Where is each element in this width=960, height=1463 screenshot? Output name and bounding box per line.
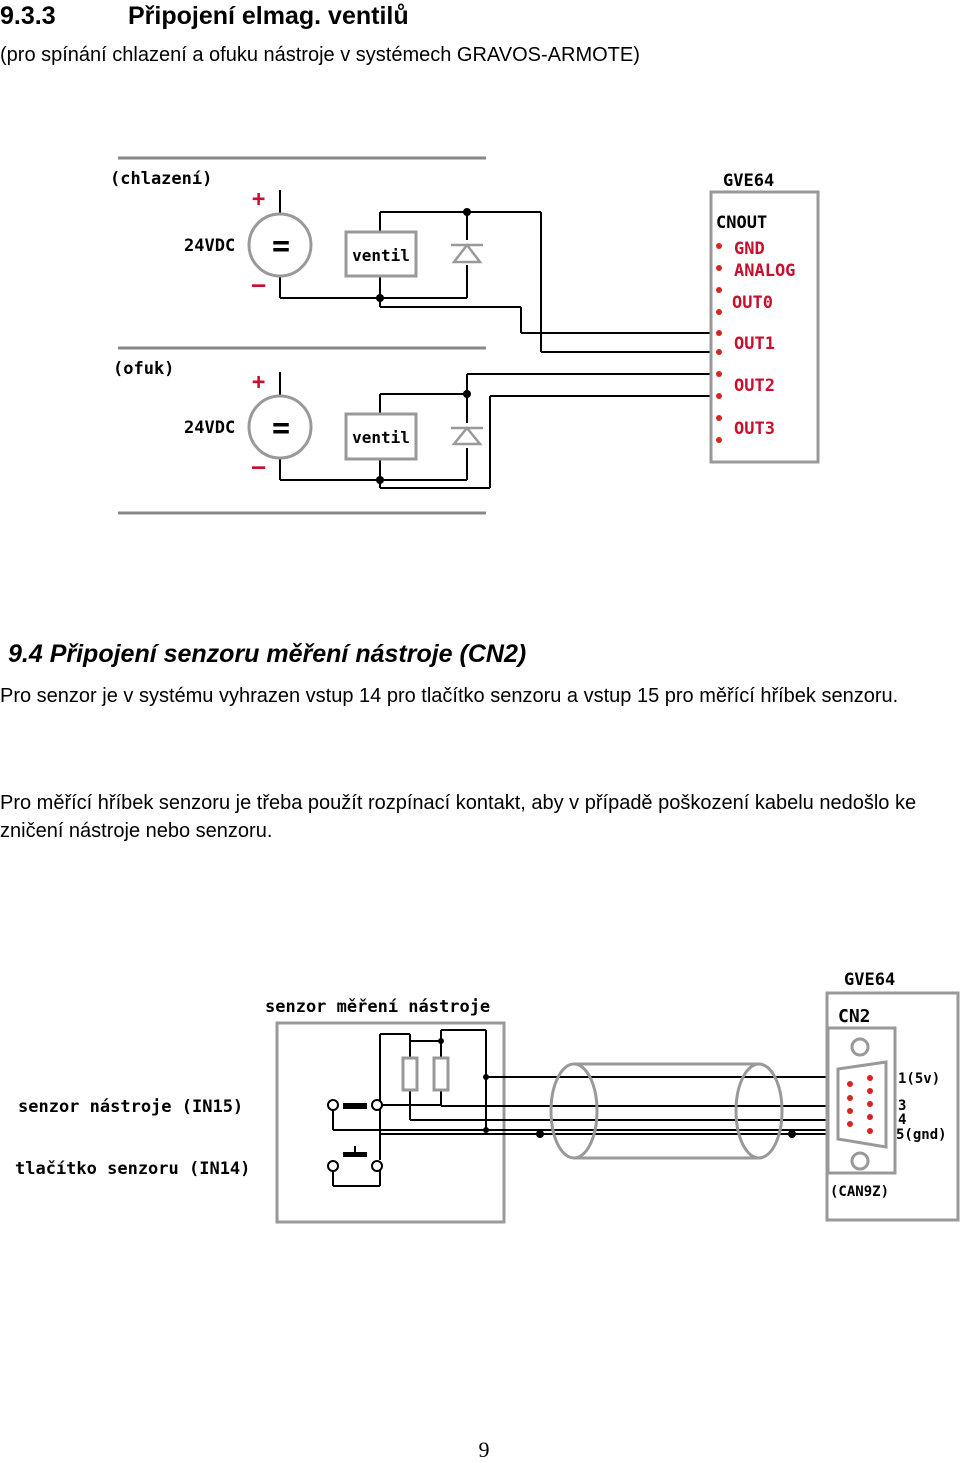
pin-out1: OUT1 bbox=[734, 334, 775, 354]
valve-label-2: ventil bbox=[352, 428, 410, 447]
section-number: 9.3.3 bbox=[0, 2, 56, 30]
section-94-title: 9.4 Připojení senzoru měření nástroje (C… bbox=[8, 640, 527, 668]
label-chlazeni: (chlazení) bbox=[110, 169, 212, 189]
connector-cnout: CNOUT bbox=[716, 213, 767, 233]
voltage-1: 24VDC bbox=[184, 236, 235, 256]
valve-label-1: ventil bbox=[352, 246, 410, 265]
pin-4: 4 bbox=[898, 1112, 906, 1128]
voltage-2: 24VDC bbox=[184, 418, 235, 438]
pin-out0: OUT0 bbox=[732, 293, 773, 313]
pin-out3: OUT3 bbox=[734, 419, 775, 439]
pin-1-5v: 1(5v) bbox=[898, 1071, 940, 1087]
minus-1: – bbox=[252, 273, 266, 298]
section-title: Připojení elmag. ventilů bbox=[128, 2, 409, 30]
plus-2: + bbox=[252, 370, 265, 395]
pin-analog: ANALOG bbox=[734, 261, 795, 281]
label-in15: senzor nástroje (IN15) bbox=[18, 1097, 243, 1117]
plus-1: + bbox=[252, 187, 265, 212]
diode-2 bbox=[451, 423, 483, 448]
pin-5-gnd: 5(gnd) bbox=[896, 1127, 947, 1143]
pin-3: 3 bbox=[898, 1098, 906, 1114]
label-in14: tlačítko senzoru (IN14) bbox=[15, 1159, 250, 1179]
board-label-1: GVE64 bbox=[723, 171, 774, 191]
board-label-2: GVE64 bbox=[844, 970, 895, 990]
paragraph-2: Pro měřící hříbek senzoru je třeba použí… bbox=[0, 792, 917, 842]
equal-sign-1: = bbox=[272, 229, 290, 264]
valve-wiring-diagram: (chlazení) (ofuk) = = bbox=[110, 156, 820, 515]
sensor-wiring-diagram: senzor měření nástroje senzor nástroje (… bbox=[15, 970, 960, 1224]
diode-1 bbox=[451, 240, 483, 265]
page-number: 9 bbox=[478, 1437, 490, 1462]
pin-gnd: GND bbox=[734, 239, 765, 259]
pin-out2: OUT2 bbox=[734, 376, 775, 396]
connector-cn2: CN2 bbox=[838, 1006, 871, 1027]
label-ofuk: (ofuk) bbox=[113, 359, 174, 379]
section-subtitle: (pro spínání chlazení a ofuku nástroje v… bbox=[0, 44, 640, 66]
paragraph-1: Pro senzor je v systému vyhrazen vstup 1… bbox=[0, 685, 899, 707]
minus-2: – bbox=[252, 455, 266, 480]
equal-sign-2: = bbox=[272, 411, 290, 446]
section-heading: 9.3.3 Připojení elmag. ventilů bbox=[0, 2, 409, 31]
connector-type: (CAN9Z) bbox=[830, 1184, 889, 1200]
sensor-box-title: senzor měření nástroje bbox=[265, 997, 490, 1017]
